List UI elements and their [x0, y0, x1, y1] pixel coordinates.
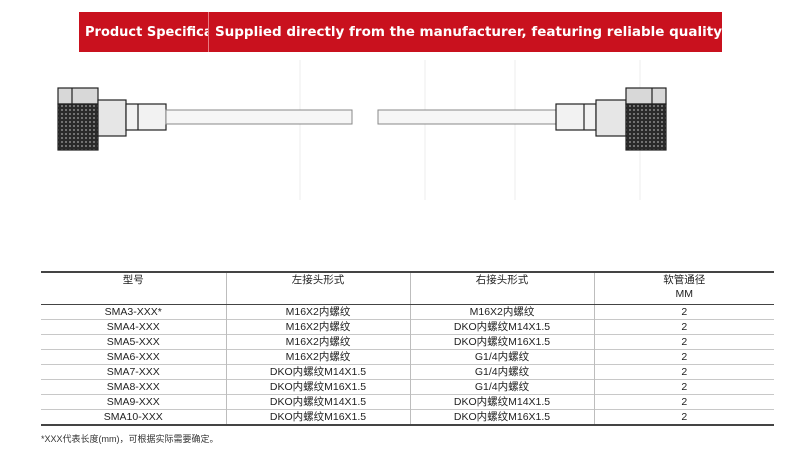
cell-model: SMA9-XXX — [106, 396, 160, 408]
cell-model: SMA6-XXX — [106, 351, 160, 363]
cell-model: SMA8-XXX — [106, 381, 160, 393]
cell-hose-bore: 2 — [593, 334, 774, 350]
footnote: *XXX代表长度(mm)，可根据实际需要确定。 — [41, 434, 219, 444]
banner-title: Product Specification — [79, 12, 209, 52]
header-banner: Product Specification Supplied directly … — [79, 12, 722, 52]
cell-right-connector: DKO内螺纹M14X1.5 — [409, 394, 594, 410]
col-header-model: 型号 — [41, 272, 226, 305]
cell-left-connector: M16X2内螺纹 — [225, 304, 410, 320]
cell-right-connector: DKO内螺纹M16X1.5 — [409, 409, 594, 425]
cell-left-connector: DKO内螺纹M14X1.5 — [225, 394, 410, 410]
cell-hose-bore: 2 — [593, 379, 774, 395]
right-fitting — [555, 87, 667, 151]
cell-left-connector: DKO内螺纹M14X1.5 — [225, 364, 410, 380]
cell-model: SMA3-XXX* — [104, 306, 162, 318]
table-header-row: 型号 左接头形式 右接头形式 软管通径 MM — [41, 272, 774, 305]
hose-bore-unit: MM — [675, 288, 694, 300]
cell-right-connector: G1/4内螺纹 — [409, 349, 594, 365]
cell-hose-bore: 2 — [593, 409, 774, 425]
cell-model: SMA7-XXX — [106, 366, 160, 378]
cell-model: SMA4-XXX — [106, 321, 160, 333]
right-hose — [377, 109, 557, 125]
cell-right-connector: M16X2内螺纹 — [409, 304, 594, 320]
cell-left-connector: DKO内螺纹M16X1.5 — [225, 409, 410, 425]
left-fitting — [57, 87, 167, 151]
left-hose — [165, 109, 353, 125]
cell-left-connector: M16X2内螺纹 — [225, 349, 410, 365]
col-header-hose-bore: 软管通径 MM — [593, 272, 774, 305]
cell-left-connector: M16X2内螺纹 — [225, 334, 410, 350]
cell-model: SMA10-XXX — [103, 411, 163, 423]
cell-right-connector: DKO内螺纹M14X1.5 — [409, 319, 594, 335]
cell-right-connector: DKO内螺纹M16X1.5 — [409, 334, 594, 350]
banner-tagline: Supplied directly from the manufacturer,… — [214, 24, 722, 40]
cell-left-connector: DKO内螺纹M16X1.5 — [225, 379, 410, 395]
cell-right-connector: G1/4内螺纹 — [409, 364, 594, 380]
col-header-left-connector: 左接头形式 — [225, 272, 410, 305]
cell-hose-bore: 2 — [593, 394, 774, 410]
cell-right-connector: G1/4内螺纹 — [409, 379, 594, 395]
cell-left-connector: M16X2内螺纹 — [225, 319, 410, 335]
cell-model: SMA5-XXX — [106, 336, 160, 348]
cell-hose-bore: 2 — [593, 364, 774, 380]
spec-table: 型号 左接头形式 右接头形式 软管通径 MM SMA3-XXX* M16X2内螺纹… — [41, 271, 774, 426]
hose-assembly-drawing — [57, 60, 667, 200]
col-header-right-connector: 右接头形式 — [409, 272, 594, 305]
hose-bore-label: 软管通径 — [663, 274, 706, 286]
cell-hose-bore: 2 — [593, 349, 774, 365]
cell-hose-bore: 2 — [593, 304, 774, 320]
cell-hose-bore: 2 — [593, 319, 774, 335]
